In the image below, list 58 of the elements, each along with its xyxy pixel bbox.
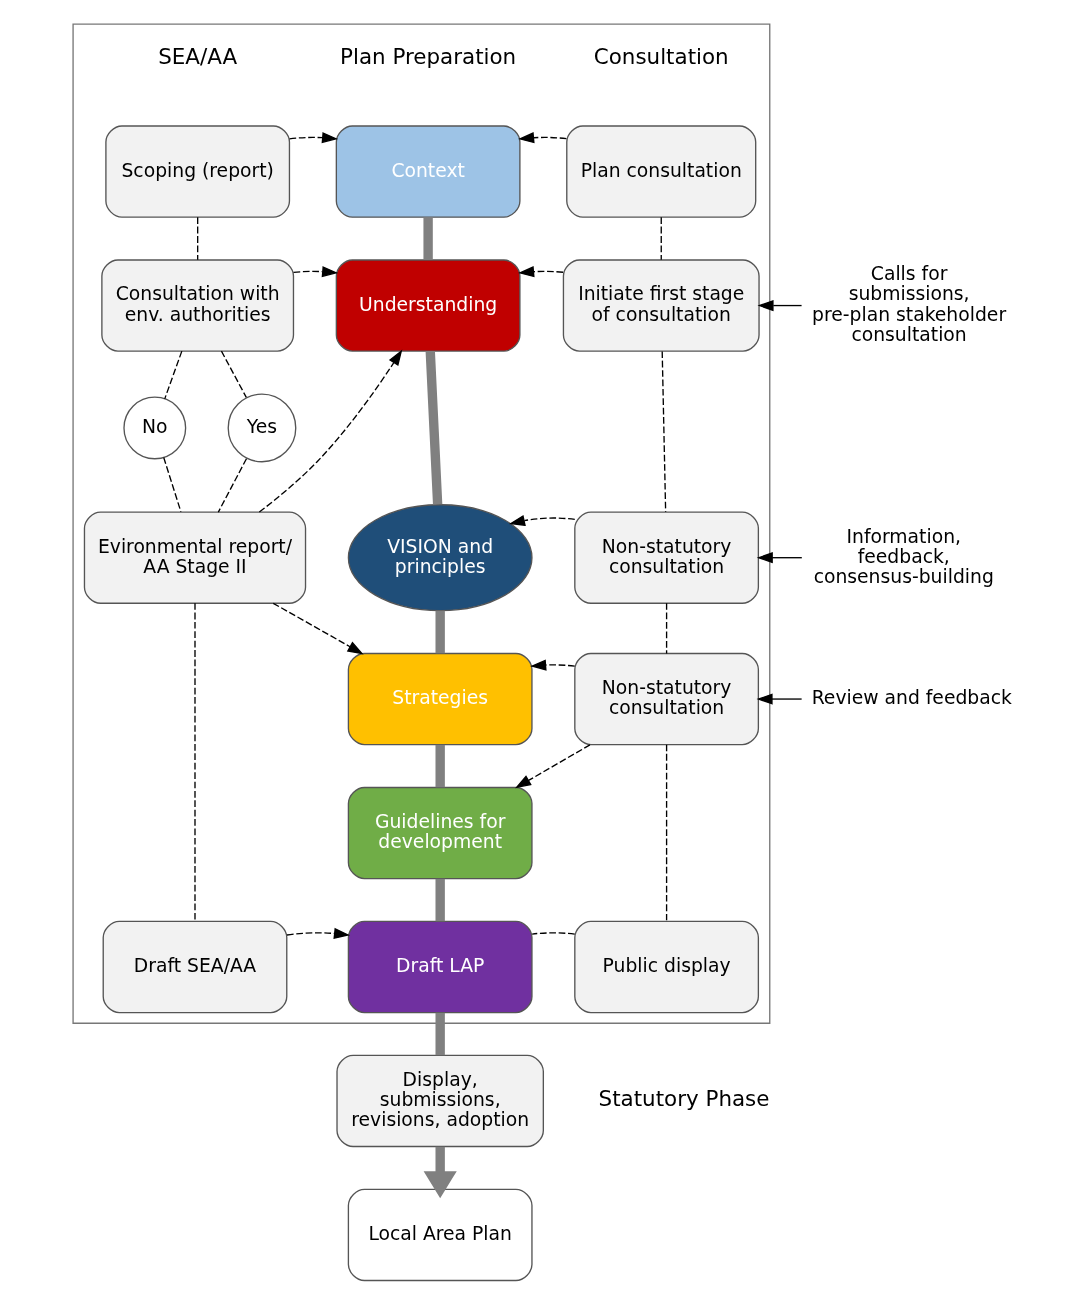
- arrow: [757, 299, 802, 312]
- connector: [435, 878, 445, 922]
- connector: [163, 350, 182, 400]
- connector: [196, 216, 198, 261]
- connector: [422, 217, 433, 260]
- connector: [425, 351, 442, 505]
- node-box: Non-statutory consultation: [573, 511, 759, 604]
- label: Plan Preparation: [339, 44, 516, 70]
- node-ellipse: VISION and principles: [347, 504, 533, 612]
- node-circle: Yes: [227, 393, 296, 463]
- arrow: [756, 552, 802, 564]
- arrow: [292, 266, 338, 278]
- connector: [435, 744, 445, 788]
- node-box: Consultation with env. authorities: [100, 259, 294, 352]
- connector: [665, 744, 667, 922]
- node-box: Draft SEA/AA: [102, 920, 287, 1014]
- arrow: [258, 349, 402, 513]
- arrow: [756, 693, 802, 705]
- arrow: [272, 602, 364, 655]
- connector: [435, 1012, 445, 1056]
- node-box: Strategies: [347, 652, 533, 746]
- connector: [220, 350, 247, 399]
- label: Statutory Phase: [598, 1086, 769, 1112]
- label: SEA/AA: [157, 44, 237, 70]
- node-box: Non-statutory consultation: [573, 652, 759, 746]
- node-box: Guidelines for development: [347, 786, 533, 880]
- node-circle: No: [122, 396, 186, 460]
- connector: [531, 932, 575, 935]
- arrow: [529, 659, 575, 671]
- node-box: Local Area Plan: [347, 1188, 533, 1282]
- node-box: Understanding: [335, 259, 521, 352]
- arrow: [285, 927, 350, 940]
- connector: [660, 216, 662, 261]
- connector: [193, 602, 196, 923]
- connector: [435, 610, 445, 654]
- node-text: Calls for submissions, pre-plan stakeholder consultation: [811, 263, 1006, 345]
- connector: [665, 602, 667, 655]
- node-box: Initiate first stage of consultation: [562, 259, 760, 352]
- arrow: [517, 266, 564, 278]
- connector: [661, 350, 666, 513]
- node-text: Information, feedback, consensus-building: [813, 525, 994, 587]
- arrow: [517, 132, 567, 144]
- arrow: [514, 744, 591, 789]
- arrow: [508, 515, 575, 527]
- node-box: Public display: [573, 920, 759, 1014]
- arrow: [423, 1146, 457, 1199]
- connector: [162, 456, 182, 513]
- node-box: Context: [335, 125, 521, 218]
- node-text: Review and feedback: [811, 687, 1012, 709]
- node-box: Display, submissions, revisions, adoption: [335, 1054, 544, 1148]
- label: Consultation: [593, 44, 729, 70]
- connector: [217, 458, 247, 513]
- node-box: Scoping (report): [104, 125, 290, 218]
- node-box: Plan consultation: [565, 125, 756, 218]
- node-box: Draft LAP: [347, 920, 533, 1014]
- cluster: [71, 23, 770, 1024]
- node-box: Evironmental report/ AA Stage II: [83, 511, 306, 604]
- arrow: [288, 132, 338, 144]
